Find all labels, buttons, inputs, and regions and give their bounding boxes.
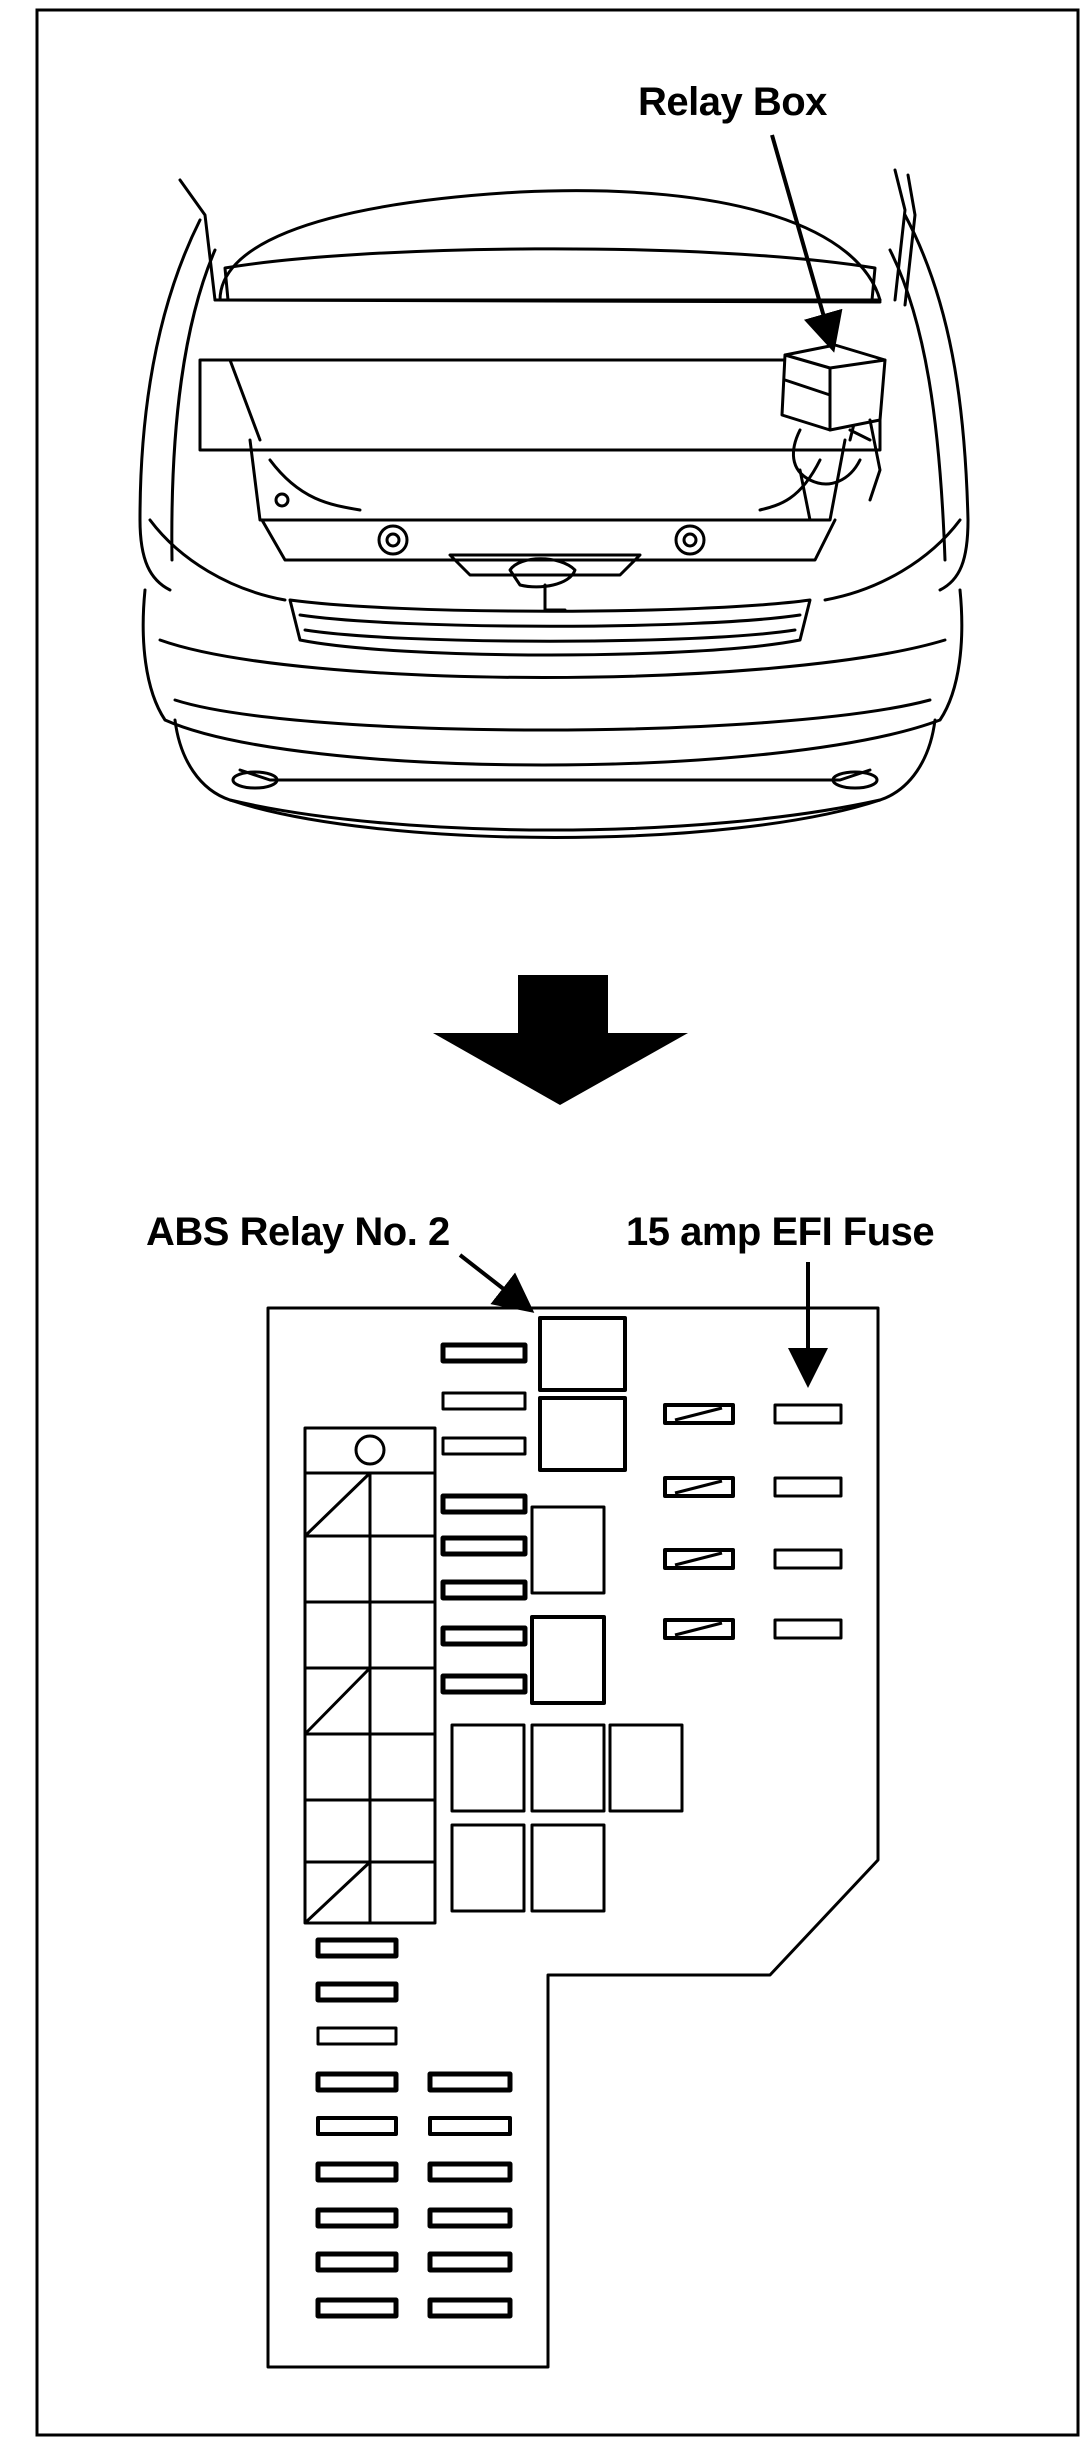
efi-fuse-label: 15 amp EFI Fuse [626,1210,935,1254]
efi-fuse-column [773,1403,843,1640]
center-fuse-column [440,1342,528,1695]
panel-outline [266,1306,880,2369]
down-arrow-icon [433,975,688,1105]
outer-frame [35,8,1080,2437]
efi-15-amp-fuse [773,1403,843,1425]
relay-box-layout-diagram [266,1306,880,2369]
relay-box-label: Relay Box [638,80,827,124]
relay-box-pointer [770,134,843,353]
car-illustration [138,168,970,839]
bottom-right-fuses [427,2071,513,2319]
abs-relay-pointer [458,1253,535,1313]
abs-relay-no-2 [538,1316,627,1392]
relay-box-on-car [780,343,887,522]
left-relay-grid [303,1426,437,1925]
bottom-left-fuses [315,1937,399,2319]
abs-relay-label: ABS Relay No. 2 [146,1210,450,1254]
right-mini-fuses [663,1403,735,1640]
